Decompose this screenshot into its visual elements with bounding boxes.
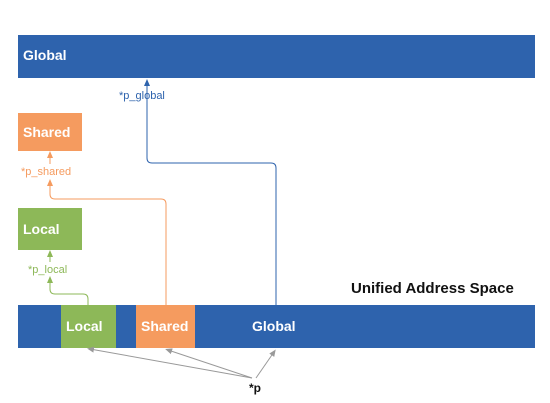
shared-memory-label: Shared (23, 124, 71, 140)
p-shared-label: *p_shared (21, 166, 72, 178)
shared-memory-block: Shared (18, 113, 82, 151)
unified-address-space-title: Unified Address Space (351, 280, 514, 297)
generic-pointer-label: *p (249, 381, 261, 395)
p-local-label: *p_local (28, 264, 68, 276)
unified-shared-segment: Shared (136, 305, 195, 348)
global-memory-block: Global (18, 35, 535, 78)
global-memory-label: Global (23, 47, 67, 63)
local-memory-label: Local (23, 221, 60, 237)
p-global-label: *p_global (119, 90, 165, 102)
p-to-global-arrow (255, 349, 276, 379)
unified-local-segment: Local (61, 305, 116, 348)
p-to-local-arrow (87, 346, 253, 379)
local-mapping-arrow (47, 276, 89, 305)
shared-mapping-arrow (47, 179, 167, 305)
unified-address-space-bar: Local Shared Global (18, 305, 535, 348)
local-memory-block: Local (18, 208, 82, 250)
global-mapping-arrow (144, 79, 277, 305)
p-to-shared-arrow (165, 348, 253, 379)
unified-global-segment: Global (252, 318, 296, 334)
